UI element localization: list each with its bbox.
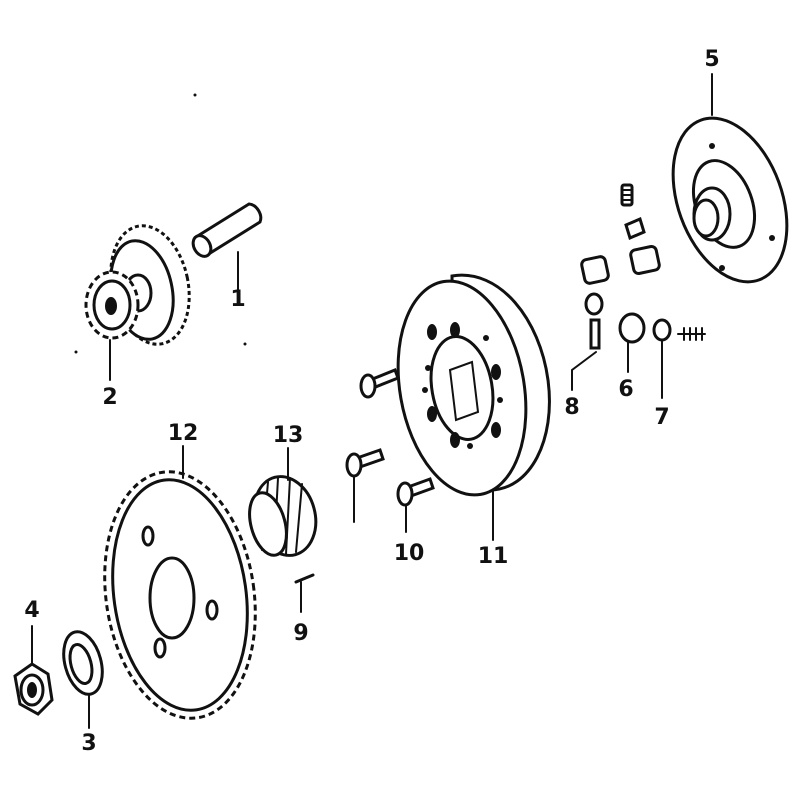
label-part-9: 9 — [293, 621, 308, 646]
label-part-8: 8 — [564, 395, 579, 420]
label-part-3: 3 — [81, 731, 96, 756]
bolts — [345, 368, 435, 507]
clutch-small-parts — [580, 183, 706, 350]
gear-cluster — [84, 224, 191, 346]
label-part-4: 4 — [24, 598, 39, 623]
label-part-1: 1 — [230, 287, 245, 312]
label-part-10: 10 — [394, 541, 425, 566]
speck — [193, 93, 197, 97]
label-part-5: 5 — [704, 47, 719, 72]
label-part-11: 11 — [478, 544, 509, 569]
key-pin — [294, 573, 315, 584]
washer — [62, 630, 104, 696]
label-part-6: 6 — [618, 377, 633, 402]
label-part-2: 2 — [102, 385, 117, 410]
cover-housing — [671, 116, 789, 284]
label-part-12: 12 — [168, 421, 199, 446]
label-part-7: 7 — [654, 405, 669, 430]
clutch-outer-flywheel — [396, 273, 551, 497]
label-part-13: 13 — [273, 423, 304, 448]
needle-bearing — [248, 475, 318, 557]
nut — [13, 662, 54, 716]
large-driven-gear — [103, 470, 257, 720]
speck — [74, 350, 78, 354]
speck — [243, 342, 247, 346]
shaft-pin — [191, 202, 263, 258]
leader-8 — [571, 351, 597, 391]
